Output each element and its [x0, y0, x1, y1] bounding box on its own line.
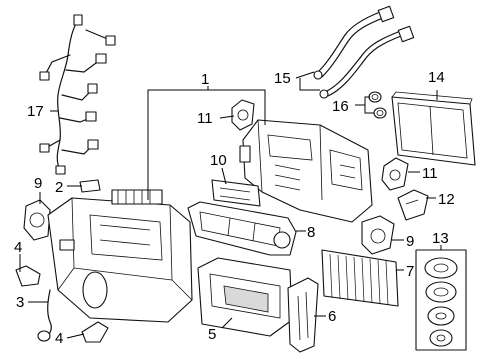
callout-9a: 9	[34, 175, 42, 192]
callout-9b: 9	[406, 233, 414, 250]
retaining-clip	[79, 179, 101, 193]
drain-hose	[37, 289, 52, 342]
callout-5: 5	[208, 326, 216, 343]
callout-13: 13	[432, 230, 449, 247]
ac-refrigerant-lines	[313, 5, 415, 99]
grommet-kit-box	[415, 249, 467, 351]
air-duct-housing	[187, 201, 297, 256]
blower-motor-left	[23, 199, 51, 241]
control-module-housing	[197, 257, 293, 337]
callout-4a: 4	[14, 239, 22, 256]
wiring-harness	[39, 14, 116, 175]
blend-door-actuator	[381, 157, 409, 191]
callout-12: 12	[438, 191, 455, 208]
evaporator-sensor	[211, 179, 261, 207]
callout-16: 16	[332, 98, 349, 115]
leader-lines	[19, 71, 442, 339]
temperature-sensor-upper	[15, 265, 41, 287]
callout-11b: 11	[422, 165, 438, 182]
callout-10: 10	[210, 152, 227, 169]
temperature-sensor-lower	[81, 321, 109, 343]
callout-labels: 1 2 3 4 4 5 6 7 8 9 9 10 11 11 12 13 14 …	[14, 69, 455, 347]
callout-7: 7	[406, 263, 414, 280]
cabin-filter-frame	[391, 91, 476, 166]
callout-3: 3	[16, 294, 24, 311]
hvac-lower-case	[47, 189, 193, 323]
callout-1: 1	[201, 71, 209, 88]
mode-door-actuator	[231, 99, 255, 131]
callout-14: 14	[428, 69, 445, 86]
blower-resistor	[397, 189, 429, 221]
grommet-set	[368, 91, 387, 119]
side-bracket	[287, 277, 319, 353]
callout-4b: 4	[55, 330, 63, 347]
callout-11a: 11	[197, 110, 213, 127]
cabin-air-filter	[321, 249, 399, 307]
callout-17: 17	[27, 103, 44, 120]
callout-6: 6	[328, 308, 336, 325]
hvac-upper-case	[239, 119, 373, 223]
blower-motor-right	[361, 215, 395, 255]
callout-15: 15	[274, 70, 291, 87]
callout-2: 2	[55, 179, 63, 196]
callout-8: 8	[307, 224, 315, 241]
